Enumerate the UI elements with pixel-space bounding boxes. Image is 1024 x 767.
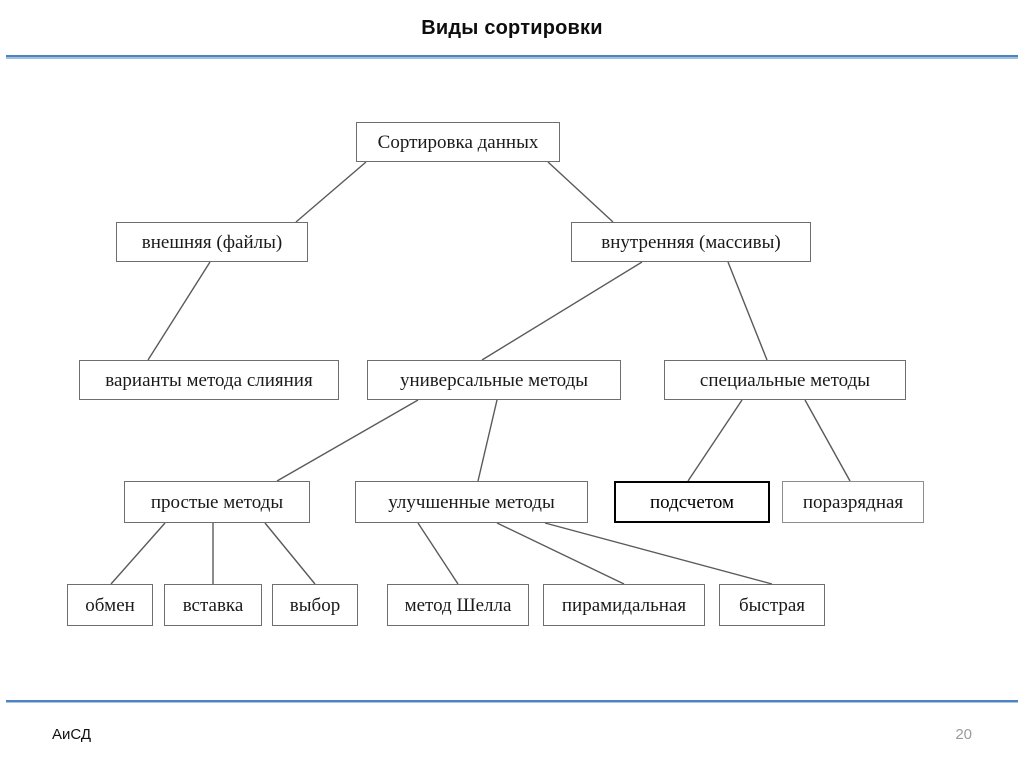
node-label: поразрядная — [802, 491, 904, 513]
node-exchange[interactable]: обмен — [67, 584, 153, 626]
page-title: Виды сортировки — [421, 16, 603, 39]
node-counting[interactable]: подсчетом — [614, 481, 770, 523]
node-label: улучшенные методы — [388, 491, 555, 513]
node-label: специальные методы — [699, 369, 871, 391]
node-label: обмен — [85, 594, 135, 616]
node-label: пирамидальная — [561, 594, 687, 616]
edge-internal-to-universal — [481, 261, 643, 361]
footer-divider-soft — [6, 702, 1018, 703]
footer-divider — [6, 700, 1018, 702]
edge-root-to-internal — [547, 161, 614, 223]
edge-special-to-counting — [687, 399, 743, 482]
edge-simple-to-exchange — [110, 522, 166, 585]
node-label: быстрая — [738, 594, 806, 616]
slide-number: 20 — [955, 726, 972, 743]
node-label: простые методы — [150, 491, 284, 513]
sorting-taxonomy-diagram: Сортировка данных внешняя (файлы) внутренн… — [0, 60, 1024, 690]
node-label: варианты метода слияния — [105, 369, 313, 391]
node-special[interactable]: специальные методы — [664, 360, 906, 400]
node-radix[interactable]: поразрядная — [782, 481, 924, 523]
node-external[interactable]: внешняя (файлы) — [116, 222, 308, 262]
edge-simple-to-selection — [264, 522, 316, 585]
node-label: универсальные методы — [399, 369, 589, 391]
node-merge[interactable]: варианты метода слияния — [79, 360, 339, 400]
slide-header: Виды сортировки — [0, 0, 1024, 56]
edge-universal-to-simple — [276, 399, 419, 482]
node-root[interactable]: Сортировка данных — [356, 122, 560, 162]
node-label: вставка — [182, 594, 244, 616]
node-label: внешняя (файлы) — [141, 231, 283, 253]
edge-external-to-merge — [147, 261, 211, 361]
node-simple[interactable]: простые методы — [124, 481, 310, 523]
edge-root-to-external — [295, 161, 367, 223]
header-divider — [6, 55, 1018, 57]
node-label: выбор — [289, 594, 341, 616]
node-label: внутренняя (массивы) — [601, 231, 781, 253]
node-heap[interactable]: пирамидальная — [543, 584, 705, 626]
node-shell[interactable]: метод Шелла — [387, 584, 529, 626]
edge-special-to-radix — [804, 399, 851, 482]
node-label: метод Шелла — [404, 594, 512, 616]
node-insertion[interactable]: вставка — [164, 584, 262, 626]
edge-universal-to-improved — [477, 399, 498, 482]
node-internal[interactable]: внутренняя (массивы) — [571, 222, 811, 262]
edge-improved-to-shell — [417, 522, 459, 585]
edge-improved-to-quick — [544, 522, 773, 585]
edge-improved-to-heap — [496, 522, 625, 585]
node-improved[interactable]: улучшенные методы — [355, 481, 588, 523]
node-universal[interactable]: универсальные методы — [367, 360, 621, 400]
edge-internal-to-special — [727, 261, 768, 361]
node-label: подсчетом — [649, 491, 735, 513]
footer-course-label: АиСД — [52, 726, 92, 743]
node-label: Сортировка данных — [377, 131, 539, 153]
header-divider-soft — [6, 57, 1018, 59]
node-selection[interactable]: выбор — [272, 584, 358, 626]
node-quick[interactable]: быстрая — [719, 584, 825, 626]
